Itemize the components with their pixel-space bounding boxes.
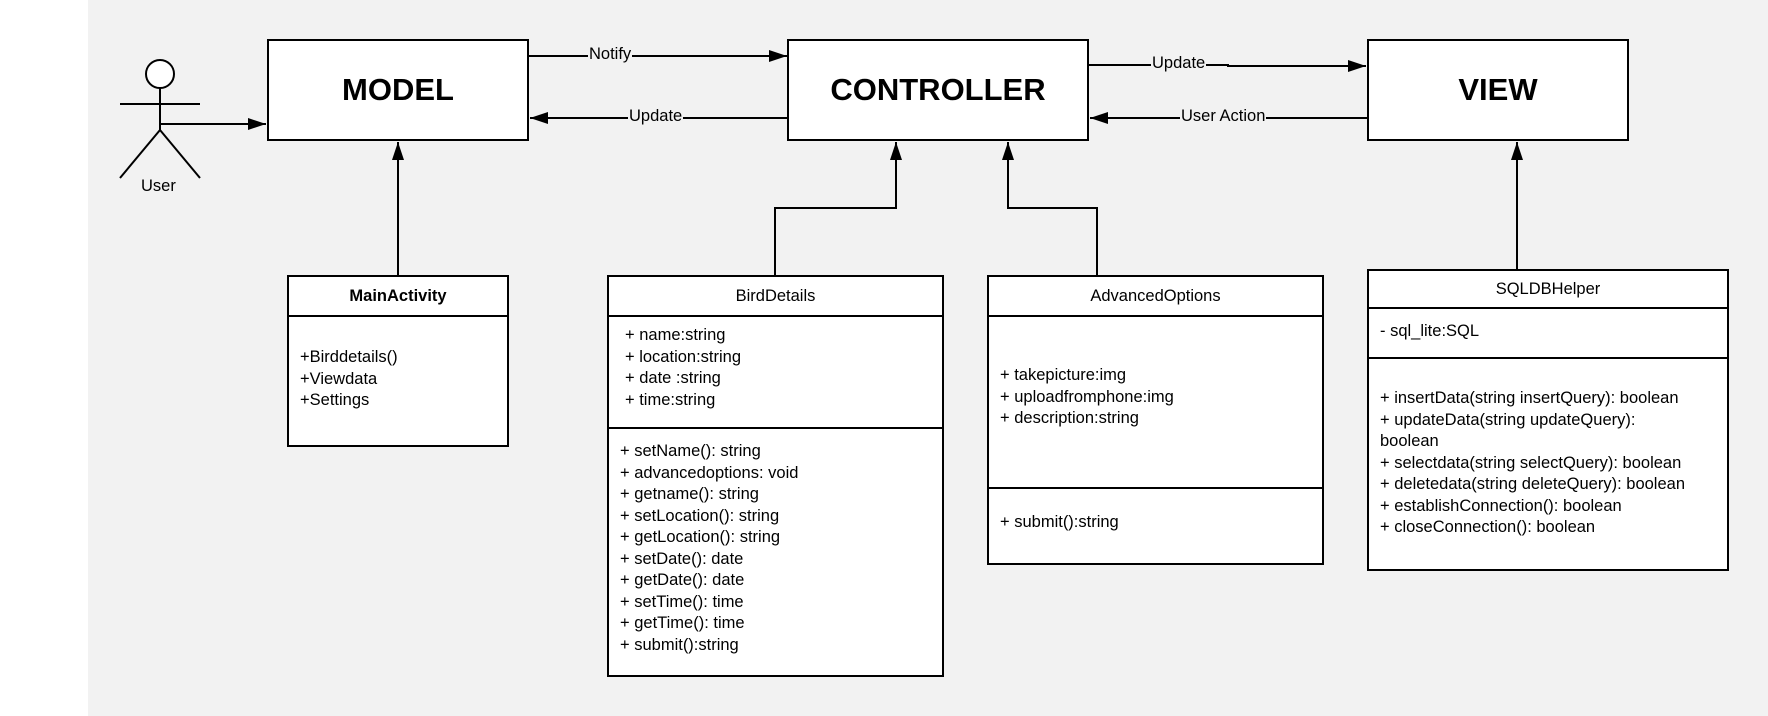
class-mainactivity-title: MainActivity — [289, 277, 507, 317]
method: + deletedata(string deleteQuery): boolea… — [1380, 475, 1685, 493]
class-sqldbhelper-attributes: - sql_lite:SQL — [1380, 321, 1479, 343]
update-view-arrow — [1088, 60, 1366, 72]
method: + getDate(): date — [620, 571, 745, 589]
class-birddetails-attributes: + name:string + location:string + date :… — [625, 325, 741, 411]
class-mainactivity: MainActivity +Birddetails() +Viewdata +S… — [287, 275, 509, 447]
user-actor-label: User — [141, 177, 176, 195]
user-action-label: User Action — [1180, 107, 1267, 126]
class-advancedoptions-title: AdvancedOptions — [989, 277, 1322, 317]
controller-box-label: CONTROLLER — [830, 72, 1046, 107]
attribute: + date :string — [625, 369, 721, 387]
method: + setName(): string — [620, 442, 761, 460]
attribute: + description:string — [1000, 409, 1139, 427]
model-box-label: MODEL — [342, 72, 454, 107]
method: + closeConnection(): boolean — [1380, 518, 1596, 536]
class-advancedoptions-attributes: + takepicture:img + uploadfromphone:img … — [1000, 365, 1174, 430]
member: +Birddetails() — [300, 348, 398, 366]
class-sqldbhelper-attributes-section — [1369, 309, 1727, 359]
method: + setTime(): time — [620, 592, 744, 611]
class-sqldbhelper-methods: + insertData(string insertQuery): boolea… — [1380, 388, 1720, 539]
advancedoptions-to-controller-arrow — [1002, 142, 1098, 275]
birddetails-to-controller-arrow — [774, 142, 902, 275]
class-sqldbhelper: SQLDBHelper - sql_lite:SQL + insertData(… — [1367, 269, 1729, 571]
class-sqldbhelper-title: SQLDBHelper — [1369, 271, 1727, 309]
class-birddetails-methods: + setName(): string + advancedoptions: v… — [620, 441, 798, 656]
update-view-label: Update — [1151, 54, 1207, 73]
method: + submit():string — [1000, 513, 1119, 531]
class-mainactivity-members: +Birddetails() +Viewdata +Settings — [300, 347, 398, 412]
method: + setLocation(): string — [620, 506, 780, 525]
view-box-label: VIEW — [1458, 72, 1538, 107]
method: + establishConnection(): boolean — [1380, 496, 1622, 515]
method: + getname(): string — [620, 485, 759, 503]
class-advancedoptions-attributes-section — [989, 317, 1322, 489]
controller-box: CONTROLLER — [787, 39, 1089, 141]
method: + setDate(): date — [620, 549, 744, 568]
method: + selectdata(string selectQuery): boolea… — [1380, 453, 1682, 472]
member: +Settings — [300, 391, 370, 409]
class-birddetails-attributes-section — [609, 317, 942, 429]
method: + submit():string — [620, 635, 739, 654]
model-box: MODEL — [267, 39, 529, 141]
update-model-label: Update — [628, 107, 684, 126]
attribute: + time:string — [625, 390, 716, 409]
notify-label: Notify — [588, 45, 633, 64]
class-birddetails: BirdDetails + name:string + location:str… — [607, 275, 944, 677]
method: + getTime(): time — [620, 614, 745, 632]
attribute: + location:string — [625, 347, 742, 366]
member: +Viewdata — [300, 369, 378, 388]
attribute: + name:string — [625, 326, 726, 344]
method: + insertData(string insertQuery): boolea… — [1380, 389, 1679, 407]
method: + updateData(string updateQuery): boolea… — [1380, 410, 1636, 451]
attribute: - sql_lite:SQL — [1380, 322, 1480, 340]
user-actor-icon — [119, 59, 201, 179]
view-box: VIEW — [1367, 39, 1629, 141]
class-advancedoptions-methods: + submit():string — [1000, 512, 1119, 534]
class-birddetails-title: BirdDetails — [609, 277, 942, 317]
method: + advancedoptions: void — [620, 463, 799, 482]
class-advancedoptions: AdvancedOptions + takepicture:img + uplo… — [987, 275, 1324, 565]
attribute: + takepicture:img — [1000, 366, 1127, 384]
attribute: + uploadfromphone:img — [1000, 387, 1174, 406]
method: + getLocation(): string — [620, 528, 781, 546]
